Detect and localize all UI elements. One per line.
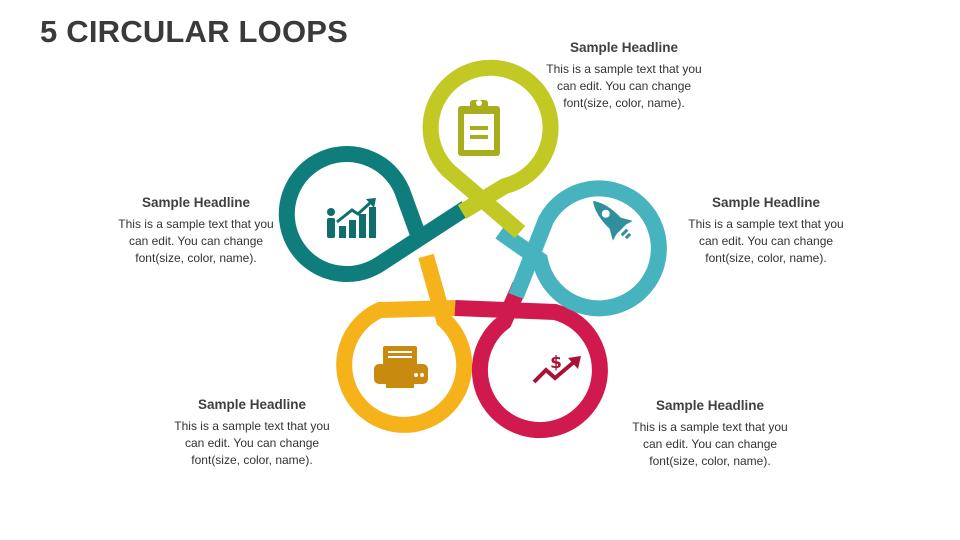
text-block-bottom-right: Sample Headline This is a sample text th… [630, 398, 790, 470]
loop-teal-dark [278, 146, 471, 282]
description: This is a sample text that you can edit.… [118, 217, 274, 265]
description: This is a sample text that you can edit.… [546, 62, 702, 110]
text-block-left: Sample Headline This is a sample text th… [116, 195, 276, 267]
clipboard-icon [458, 100, 500, 156]
text-block-bottom-left: Sample Headline This is a sample text th… [172, 397, 332, 469]
headline: Sample Headline [197, 397, 307, 412]
text-block-right: Sample Headline This is a sample text th… [686, 195, 846, 267]
rocket-icon [593, 201, 633, 241]
description: This is a sample text that you can edit.… [174, 419, 330, 467]
printer-icon [374, 346, 428, 388]
description: This is a sample text that you can edit.… [632, 420, 788, 468]
headline: Sample Headline [569, 40, 679, 55]
loop-yellow [336, 253, 473, 433]
headline: Sample Headline [711, 195, 821, 210]
growth-chart-icon [327, 198, 376, 238]
page-title: 5 CIRCULAR LOOPS [40, 14, 349, 49]
dollar-growth-icon: $ [532, 353, 581, 384]
headline: Sample Headline [655, 398, 765, 413]
loop-crimson [454, 281, 608, 439]
headline: Sample Headline [141, 195, 251, 210]
text-block-top: Sample Headline This is a sample text th… [544, 40, 704, 112]
loop-teal-light [495, 180, 667, 317]
description: This is a sample text that you can edit.… [688, 217, 844, 265]
loop-lime [422, 59, 559, 239]
svg-text:$: $ [550, 353, 562, 373]
